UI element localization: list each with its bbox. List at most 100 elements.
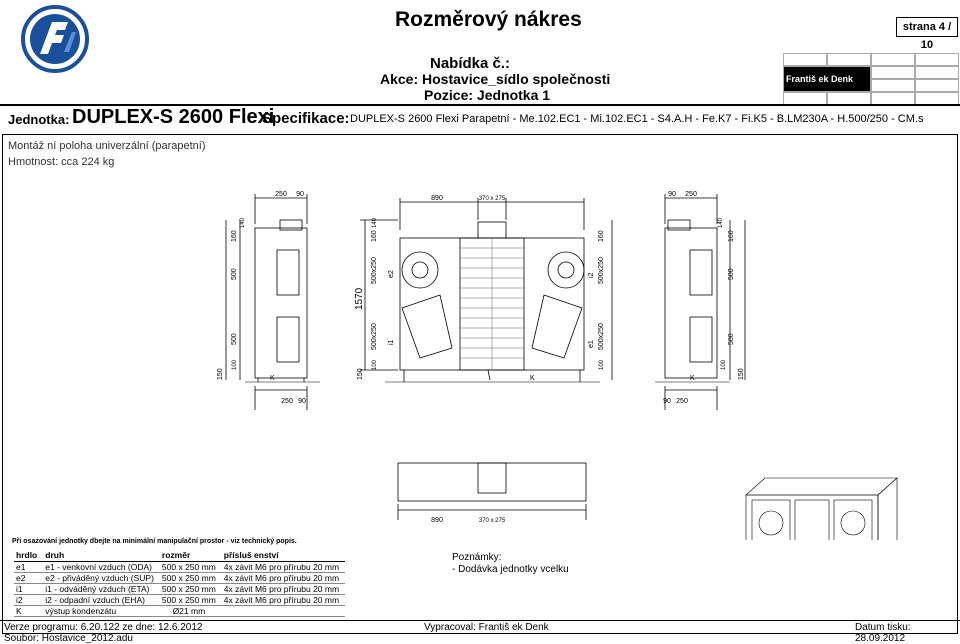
dim-bottom-right-small: 90 (663, 398, 671, 405)
dim-plan-890: 890 (431, 517, 443, 524)
col-rozmer: rozměr (159, 550, 222, 562)
footer-source: Soubor: Hostavice_2012.adu (4, 633, 133, 644)
notes-heading: Poznámky: (452, 552, 502, 563)
cell: i1 (14, 583, 44, 595)
dim-top-left-small: 90 (296, 191, 304, 198)
table-row: K výstup kondenzátu Ø21 mm (14, 605, 346, 617)
cell: Ø21 mm (159, 605, 222, 617)
notes-text: - Dodávka jednotky vcelku (452, 564, 569, 575)
table-row: e1 e1 - venkovní vzduch (ODA) 500 x 250 … (14, 561, 346, 573)
dim-500a: 500 (231, 268, 238, 280)
dim-150a: 150 (217, 368, 224, 380)
port-size-d: 500x250 (598, 323, 605, 350)
cell: e2 (14, 572, 44, 584)
dim-100a: 100 (232, 359, 238, 370)
handling-note: Při osazování jednotky dbejte na minimál… (12, 538, 297, 545)
cell: 500 x 250 mm (159, 594, 222, 606)
left-side-view (254, 227, 308, 379)
dim-mid-160: 160 (371, 230, 378, 242)
dim-right-100: 100 (599, 359, 605, 370)
cell: 4x závit M6 pro přírubu 20 mm (221, 583, 346, 595)
signature-name: Františ ek Denk (786, 74, 854, 84)
label-i2: i2 (588, 272, 595, 278)
label-k1: K (270, 375, 275, 382)
cell: e2 - přiváděný vzduch (SUP) (43, 572, 160, 584)
dim-160a: 160 (231, 230, 238, 242)
col-prislusenstvi: přísluš enství (221, 550, 346, 562)
dim-right-140: 140 (718, 217, 724, 228)
dim-right-150: 150 (738, 368, 745, 380)
col-druh: druh (43, 550, 160, 562)
company-logo (21, 5, 89, 73)
unit-label: Jednotka: (8, 112, 70, 127)
cell (221, 605, 346, 617)
dim-top-right: 250 (685, 191, 697, 198)
dim-top-duct: 370 x 275 (479, 196, 506, 202)
page-title: Rozměrový nákres (395, 8, 582, 31)
isometric-view (745, 477, 898, 540)
cell: 500 x 250 mm (159, 572, 222, 584)
dim-right-100b: 100 (721, 359, 727, 370)
position-name: Pozice: Jednotka 1 (424, 87, 551, 103)
footer-print-date: Datum tisku: 28.09.2012 (855, 622, 911, 644)
unit-value: DUPLEX-S 2600 Flexi (72, 106, 275, 128)
right-side-view (664, 227, 718, 379)
cell: i2 - odpadní vzduch (EHA) (43, 594, 160, 606)
spec-value: DUPLEX-S 2600 Flexi Parapetní - Me.102.E… (350, 113, 924, 125)
cell: e1 (14, 561, 44, 573)
label-e2: e2 (388, 270, 395, 278)
cell: 4x závit M6 pro přírubu 20 mm (221, 572, 346, 584)
page-number: strana 4 / 10 (896, 17, 958, 51)
port-size-a: 500x250 (371, 257, 378, 284)
dim-1570: 1570 (354, 287, 365, 310)
dim-mid-150: 150 (357, 368, 364, 380)
plan-view (397, 462, 587, 502)
action-name: Akce: Hostavice_sídlo společnosti (380, 71, 611, 87)
dim-bottom-right: 250 (676, 398, 688, 405)
cell: i2 (14, 594, 44, 606)
table-row: e2 e2 - přiváděný vzduch (SUP) 500 x 250… (14, 572, 346, 584)
dim-bottom-left: 250 (281, 398, 293, 405)
header-divider (0, 104, 960, 106)
label-i1: i1 (388, 339, 395, 345)
dimension-drawing: 250 90 890 370 x 275 90 250 160 140 500 … (217, 191, 898, 540)
cell: 4x závit M6 pro přírubu 20 mm (221, 561, 346, 573)
dim-top-left: 250 (275, 191, 287, 198)
dim-right-500b: 500 (728, 333, 735, 345)
spec-label: Specifikace: (262, 110, 350, 127)
label-k2: K (530, 375, 535, 382)
dim-right-500a: 500 (728, 268, 735, 280)
port-size-b: 500x250 (371, 323, 378, 350)
drawing-frame (2, 134, 958, 634)
cell: 500 x 250 mm (159, 583, 222, 595)
dim-mid-100: 100 (372, 359, 378, 370)
table-row: i1 i1 - odváděný vzduch (ETA) 500 x 250 … (14, 583, 346, 595)
port-size-c: 500x250 (598, 257, 605, 284)
dim-right-160: 160 (598, 230, 605, 242)
table-row: i2 i2 - odpadní vzduch (EHA) 500 x 250 m… (14, 594, 346, 606)
cell: e1 - venkovní vzduch (ODA) (43, 561, 160, 573)
connections-table: hrdlo druh rozměr přísluš enství e1 e1 -… (14, 550, 346, 617)
dim-top-right-small: 90 (668, 191, 676, 198)
label-k3: K (690, 375, 695, 382)
dim-140a: 140 (240, 217, 246, 228)
cell: 4x závit M6 pro přírubu 20 mm (221, 594, 346, 606)
footer-divider (0, 620, 960, 621)
unit-weight: Hmotnost: cca 224 kg (8, 156, 115, 168)
footer-author: Vypracoval: Františ ek Denk (424, 622, 549, 633)
label-e1: e1 (588, 340, 595, 348)
dim-mid-140: 140 (372, 217, 378, 228)
dim-right-160b: 160 (728, 230, 735, 242)
dim-500b: 500 (231, 333, 238, 345)
dim-plan-duct: 370 x 275 (479, 518, 506, 524)
mounting-position: Montáž ní poloha univerzální (parapetní) (8, 140, 206, 152)
cell: K (14, 605, 44, 617)
table-header-row: hrdlo druh rozměr přísluš enství (14, 550, 346, 562)
col-hrdlo: hrdlo (14, 550, 44, 562)
dim-bottom-left-small: 90 (298, 398, 306, 405)
offer-number: Nabídka č.: (430, 55, 511, 72)
footer-version: Verze programu: 6.20.122 ze dne: 12.6.20… (4, 622, 203, 633)
cell: i1 - odváděný vzduch (ETA) (43, 583, 160, 595)
dim-top-mid: 890 (431, 195, 443, 202)
cell: 500 x 250 mm (159, 561, 222, 573)
